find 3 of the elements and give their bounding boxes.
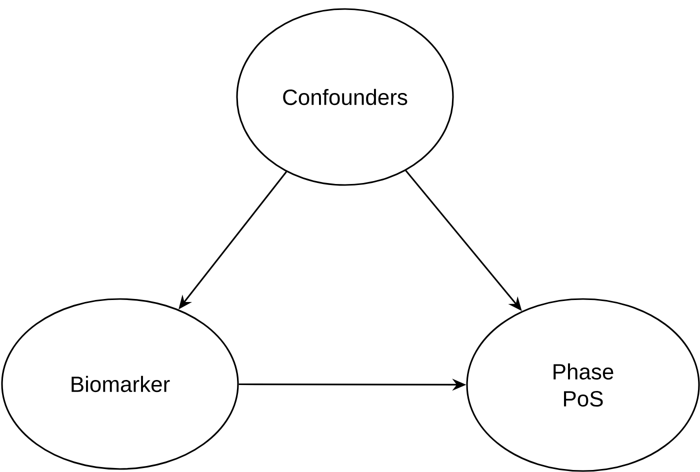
ellipse-node: Phase PoS — [466, 298, 700, 472]
ellipse-node: Confounders — [236, 8, 454, 186]
ellipse-node: Biomarker — [1, 298, 239, 470]
